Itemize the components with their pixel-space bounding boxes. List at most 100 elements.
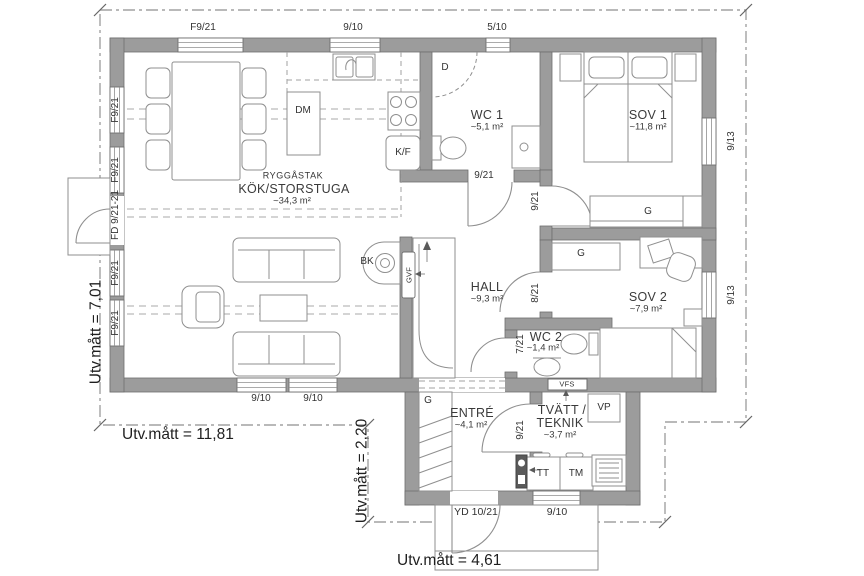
left-arrow-icon bbox=[415, 271, 421, 277]
door-label-left: FD 9/21-21 bbox=[110, 189, 121, 241]
dryer-unit bbox=[526, 456, 561, 491]
washbasin bbox=[533, 357, 561, 377]
water-distributor-label: VFS bbox=[559, 379, 575, 389]
entre-closet bbox=[418, 391, 453, 492]
up-arrow-icon bbox=[423, 241, 431, 250]
room-wc2-area: ~1,4 m² bbox=[526, 342, 560, 354]
window-label-top-2: 9/10 bbox=[343, 22, 363, 33]
room-wc2-name: WC 2 bbox=[529, 329, 563, 344]
wood-stove-label: BK bbox=[360, 256, 374, 267]
washer-unit bbox=[559, 456, 594, 491]
laundry-door-label: 9/21 bbox=[515, 420, 526, 440]
dining-table bbox=[171, 61, 241, 181]
window-label-bottom-1: 9/10 bbox=[251, 393, 271, 404]
room-sov1-name: SOV 1 bbox=[628, 107, 668, 122]
room-hall-name: HALL bbox=[470, 279, 504, 294]
washbasin bbox=[511, 125, 541, 169]
room-wc1-name: WC 1 bbox=[470, 107, 504, 122]
pipe-chase bbox=[515, 454, 528, 489]
sov1-furniture bbox=[559, 51, 703, 228]
stair-to-loft bbox=[412, 237, 456, 379]
window-label-bottom-2: 9/10 bbox=[303, 393, 323, 404]
toilet-bowl bbox=[560, 333, 588, 355]
pillow bbox=[588, 56, 625, 79]
room-hall-area: ~9,3 m² bbox=[470, 293, 504, 305]
up-arrow-icon bbox=[563, 390, 569, 396]
floor-heating-label: GVF bbox=[403, 266, 413, 284]
ceiling-beam-lines bbox=[127, 108, 400, 315]
sink-bowl-right bbox=[355, 56, 374, 78]
room-sov2-name: SOV 2 bbox=[628, 289, 668, 304]
dimension-ticks bbox=[93, 3, 753, 529]
pillow bbox=[631, 56, 668, 79]
room-sov1-area: ~11,8 m² bbox=[629, 121, 667, 133]
room-laundry-name-2: TEKNIK bbox=[536, 415, 584, 430]
room-entre-area: ~4,1 m² bbox=[454, 419, 488, 431]
dishwasher-label: DM bbox=[295, 105, 311, 116]
window-label-left-4: F9/21 bbox=[110, 310, 121, 336]
wc1-fixtures bbox=[431, 125, 541, 169]
porch bbox=[434, 504, 599, 571]
sov2-furniture bbox=[551, 236, 703, 379]
sofa-2 bbox=[232, 331, 341, 377]
room-kitchen-name: KÖK/STORSTUGA bbox=[238, 181, 350, 196]
wood-stove bbox=[362, 241, 401, 285]
room-laundry-name-1: TVÄTT / bbox=[537, 402, 587, 417]
entry-door-label: YD 10/21 bbox=[454, 505, 498, 518]
wardrobe-label-entre: G bbox=[424, 395, 432, 406]
dining-furniture bbox=[145, 61, 267, 181]
room-kitchen-ceiling: RYGGÅSTAK bbox=[262, 170, 324, 181]
window-label-right-1: 9/13 bbox=[726, 131, 737, 151]
washing-machine-label: TM bbox=[568, 468, 584, 479]
nightstand bbox=[559, 53, 582, 82]
room-wc1-area: ~5,1 m² bbox=[470, 121, 504, 133]
window-label-left-2: F9/21 bbox=[110, 157, 121, 183]
kitchen-fixtures bbox=[286, 53, 421, 171]
window-label-top-1: F9/21 bbox=[190, 22, 216, 33]
sov1-door-label: 9/21 bbox=[530, 191, 541, 211]
fridge-freezer-label: K/F bbox=[395, 147, 411, 158]
door-swings bbox=[75, 181, 593, 554]
single-bed bbox=[599, 327, 697, 379]
coffee-table bbox=[259, 294, 308, 322]
room-sov2-area: ~7,9 m² bbox=[629, 303, 663, 315]
floor-heating-manifold-box bbox=[401, 251, 416, 299]
laundry-fixtures bbox=[515, 378, 627, 491]
laundry-window-label: 9/10 bbox=[546, 505, 568, 518]
shower-label: D bbox=[441, 62, 449, 73]
nightstand bbox=[674, 53, 697, 82]
wardrobe-label-sov1: G bbox=[644, 206, 652, 217]
dimension-overall-width: Utv.mått = 11,81 bbox=[122, 426, 234, 443]
windows bbox=[109, 37, 717, 506]
heat-pump-label: VP bbox=[597, 402, 611, 413]
left-arrow-icon bbox=[529, 467, 535, 473]
dimension-extension-width: Utv.mått = 4,61 bbox=[397, 552, 502, 569]
living-furniture bbox=[181, 237, 401, 377]
window-frames bbox=[114, 42, 712, 501]
room-kitchen-area: ~34,3 m² bbox=[273, 195, 311, 207]
dimension-overall-depth: Utv.mått = 7,01 bbox=[87, 279, 105, 385]
dryer-label: TT bbox=[536, 468, 550, 479]
nightstand bbox=[683, 308, 703, 327]
window-label-top-3: 5/10 bbox=[487, 22, 507, 33]
desk-paper bbox=[647, 238, 675, 264]
wc2-fixtures bbox=[533, 332, 599, 377]
boundary-outline bbox=[99, 9, 747, 523]
dimension-extension-depth: Utv.mått = 2,20 bbox=[353, 418, 371, 524]
wardrobe-label-sov2: G bbox=[577, 248, 585, 259]
room-laundry-area: ~3,7 m² bbox=[543, 429, 577, 441]
wardrobe-sov2 bbox=[551, 242, 621, 271]
desk-chair bbox=[666, 252, 696, 282]
shower-curtain-arc bbox=[431, 51, 478, 98]
faucet-icon bbox=[345, 59, 357, 71]
hall-entre-opening-dashes bbox=[419, 380, 505, 389]
room-entre-name: ENTRÉ bbox=[450, 405, 494, 420]
wc1-door-label: 9/21 bbox=[474, 170, 494, 181]
window-label-left-3: F9/21 bbox=[110, 260, 121, 286]
window-label-right-2: 9/13 bbox=[726, 285, 737, 305]
wc2-door-label: 7/21 bbox=[515, 334, 526, 354]
heat-pump-unit bbox=[587, 393, 621, 423]
dishwasher-counter bbox=[286, 91, 321, 156]
